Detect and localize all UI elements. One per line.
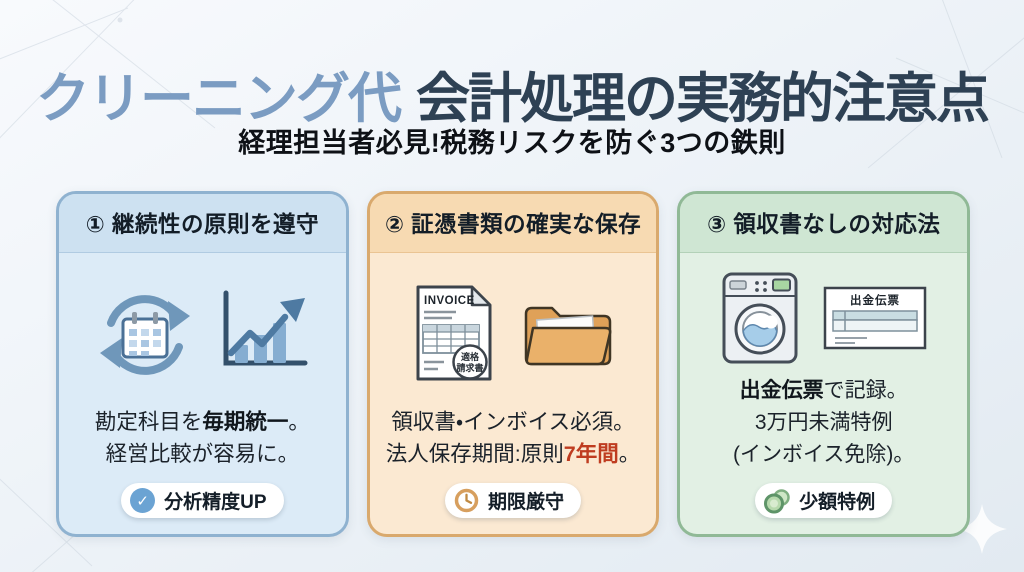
card1-text: 勘定科目を毎期統一。 経営比較が容易に。: [94, 409, 310, 467]
card3-badge-label: 少額特例: [799, 492, 876, 513]
card-continuity-principle: ① 継続性の原則を遵守: [56, 191, 349, 537]
card1-header: ① 継続性の原則を遵守: [59, 194, 346, 253]
check-circle-icon: ✓: [130, 488, 156, 513]
card2-title: ② 証憑書類の確実な保存: [384, 212, 642, 237]
growth-chart-icon: [223, 290, 308, 366]
calendar-cycle-icon: [100, 295, 191, 376]
card1-badge-label: 分析精度UP: [164, 492, 267, 513]
card-evidence-storage: ② 証憑書類の確実な保存 INVOICE 適格 請求書: [366, 191, 660, 537]
card2-header: ② 証憑書類の確実な保存: [369, 194, 657, 253]
washing-machine-icon: [722, 272, 798, 364]
cards-row: ① 継続性の原則を遵守: [56, 191, 971, 537]
page-subtitle: 経理担当者必見!税務リスクを防ぐ3つの鉄則: [238, 128, 786, 158]
card3-badge: 少額特例: [755, 483, 893, 518]
expense-slip-icon: 出金伝票: [823, 286, 926, 350]
card3-title: ③ 領収書なしの対応法: [707, 212, 941, 237]
card2-badge: 期限厳守: [445, 483, 582, 518]
card2-icons: INVOICE 適格 請求書: [370, 253, 657, 406]
card1-badge: ✓ 分析精度UP: [121, 483, 284, 518]
card2-text: 領収書・インボイス必須。 法人保存期間:原則7年間。: [385, 409, 641, 467]
stamp-text-top: 適格: [461, 351, 480, 362]
page-title: クリーニング代会計処理の実務的注意点: [0, 66, 1024, 134]
card2-badge-label: 期限厳守: [488, 492, 565, 513]
invoice-label: INVOICE: [424, 295, 475, 307]
card-no-receipt-method: ③ 領収書なしの対応法: [677, 191, 971, 537]
card3-text: 出金伝票で記録。 3万円未満特例 (インボイス免除)。: [733, 379, 915, 467]
sparkle-decoration: [957, 504, 1007, 554]
title-highlight: クリーニング代: [36, 69, 402, 130]
card3-header: ③ 領収書なしの対応法: [680, 194, 968, 253]
clock-icon: [454, 488, 479, 513]
invoice-document-icon: INVOICE 適格 請求書: [416, 285, 492, 381]
card1-title: ① 継続性の原則を遵守: [85, 212, 319, 237]
slip-label: 出金伝票: [850, 293, 900, 307]
card1-icons: [59, 253, 346, 406]
coins-icon: [764, 488, 790, 513]
card3-icons: 出金伝票: [680, 253, 967, 375]
folder-icon: [524, 307, 612, 366]
stamp-text-bottom: 請求書: [456, 362, 483, 373]
title-rest: 会計処理の実務的注意点: [416, 69, 990, 130]
